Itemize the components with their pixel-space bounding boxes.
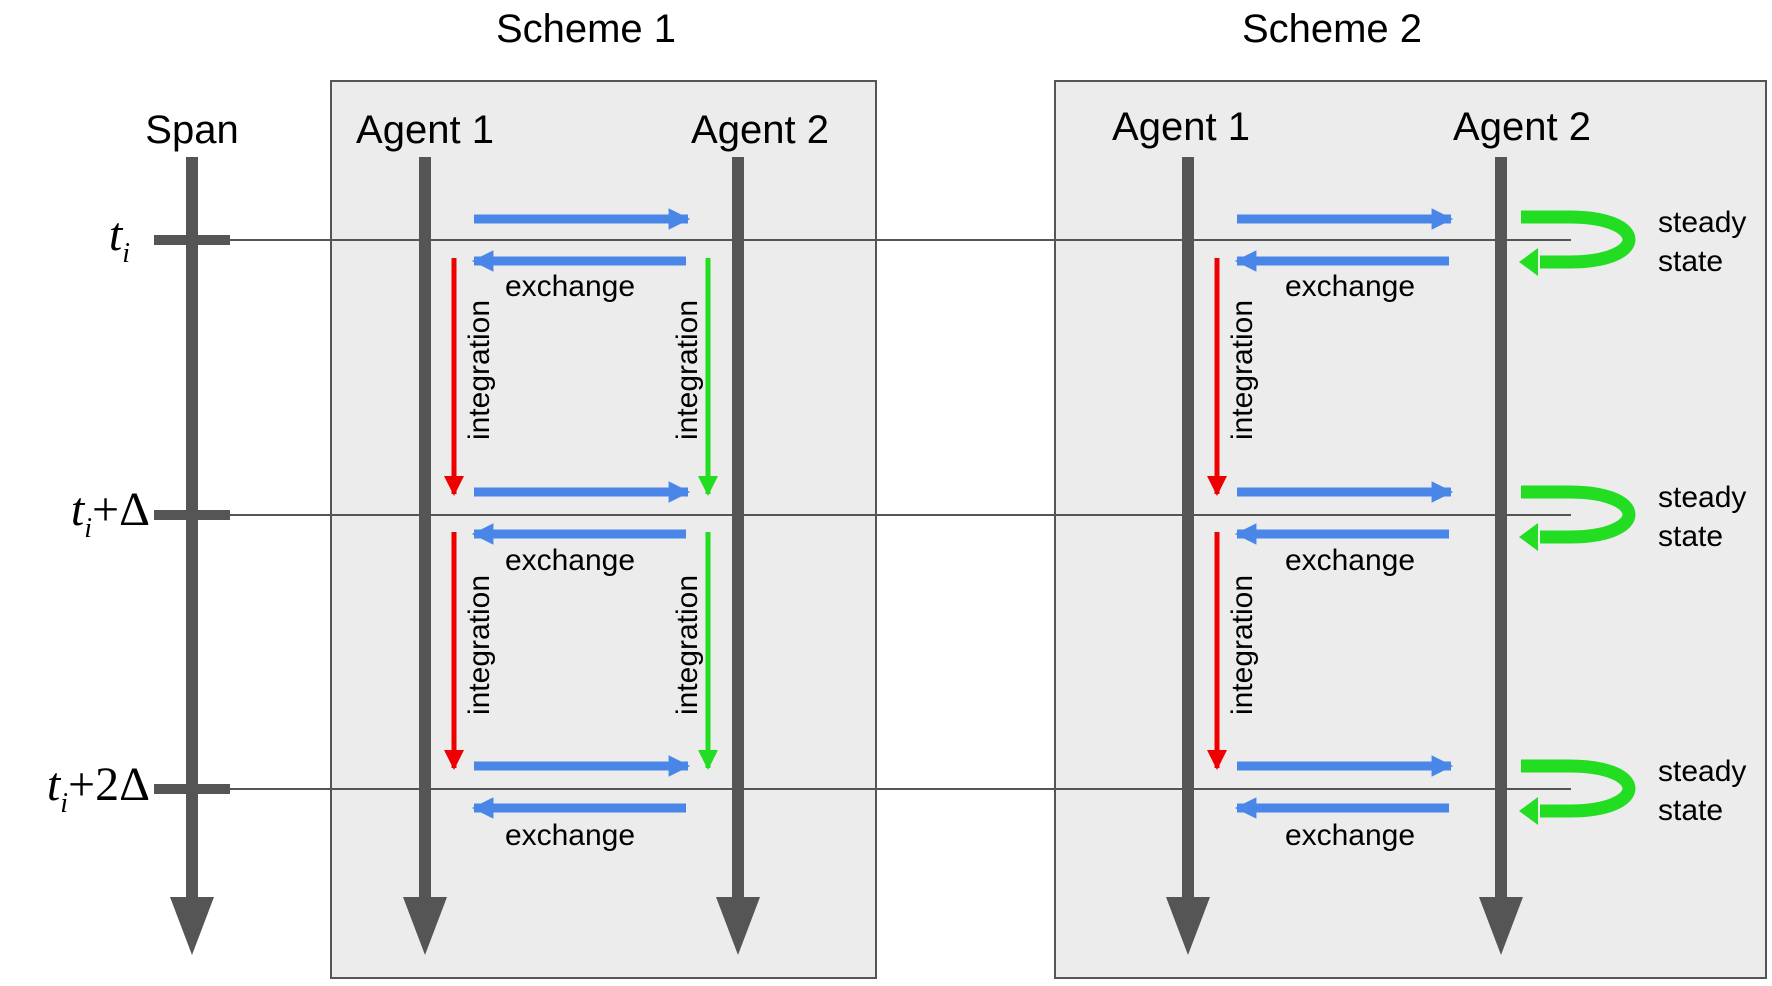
scheme1-agent2-integration-label: integration [671,575,704,715]
tick-label-ti-plus-2delta: ti+2Δ [47,758,150,819]
scheme2-agent2-axis [1479,157,1523,955]
scheme2-agent1-integration-label: integration [1226,300,1259,440]
scheme2-agent1-label: Agent 1 [1112,105,1250,149]
scheme2-exchange-label: exchange [1285,544,1415,577]
scheme2-title: Scheme 2 [1242,7,1422,51]
svg-text:ti+2Δ: ti+2Δ [47,758,150,819]
scheme1-agent1-integration-label: integration [463,575,496,715]
scheme1-agent1-axis [403,157,447,955]
steady-state-loop-icon [1519,759,1636,825]
steady-state-label: state [1658,520,1723,553]
tick-label-ti-plus-delta: ti+Δ [71,483,150,544]
scheme2-exchange-label: exchange [1285,270,1415,303]
span-tick-2 [154,510,230,520]
span-tick-3 [154,784,230,794]
steady-state-label: steady [1658,206,1746,239]
steady-state-loop-icon [1519,210,1636,276]
span-tick-1 [154,235,230,245]
steady-state-label: state [1658,794,1723,827]
span-axis [170,157,214,955]
scheme2-exchange-label: exchange [1285,819,1415,852]
steady-state-loop-icon [1519,485,1636,551]
scheme1-agent2-integration-label: integration [671,300,704,440]
scheme1-agent1-integration-label: integration [463,300,496,440]
steady-state-label: steady [1658,755,1746,788]
scheme1-agent2-axis [716,157,760,955]
svg-text:ti+Δ: ti+Δ [71,483,150,544]
scheme1-exchange-label: exchange [505,270,635,303]
scheme2-agent1-integration-label: integration [1226,575,1259,715]
scheme1-title: Scheme 1 [496,7,676,51]
scheme2-agent1-axis [1166,157,1210,955]
tick-label-ti: ti [109,208,130,269]
scheme1-exchange-label: exchange [505,544,635,577]
scheme1-agent1-label: Agent 1 [356,108,494,152]
scheme1-agent2-label: Agent 2 [691,108,829,152]
scheme1-exchange-label: exchange [505,819,635,852]
steady-state-label: steady [1658,481,1746,514]
scheme2-agent2-label: Agent 2 [1453,105,1591,149]
svg-text:ti: ti [109,208,130,269]
steady-state-label: state [1658,245,1723,278]
span-label: Span [145,108,238,152]
